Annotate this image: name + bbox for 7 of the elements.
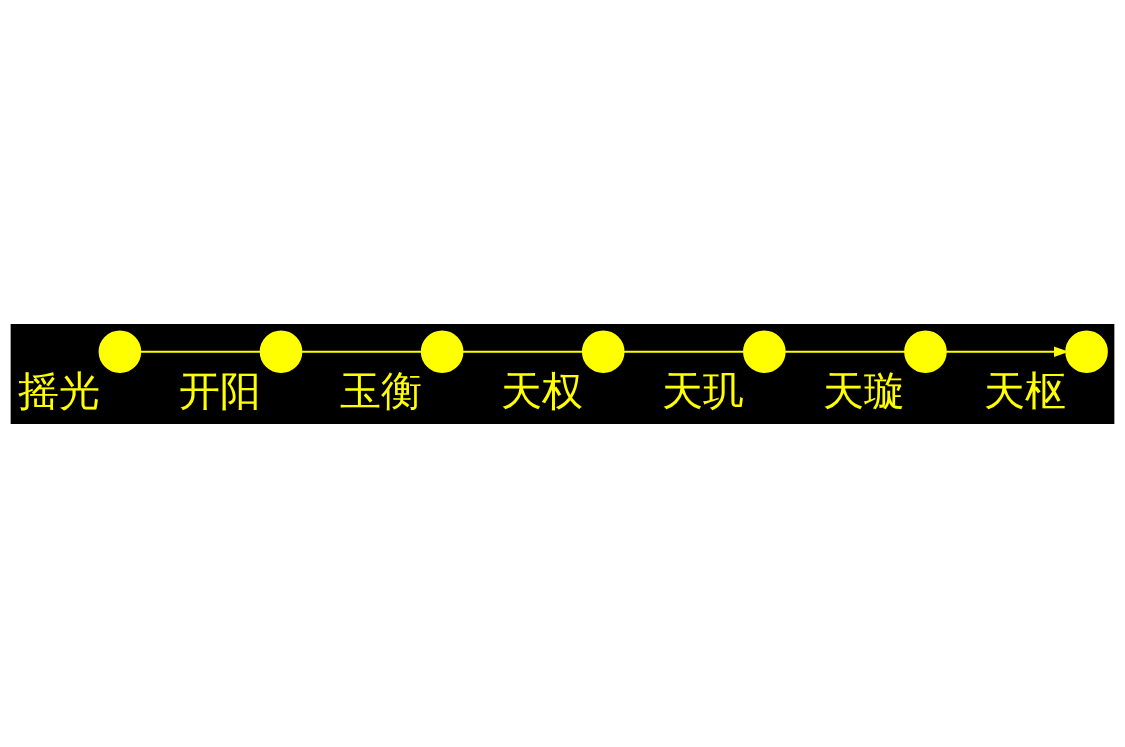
node-label: 天权 [501, 366, 584, 415]
node-label: 天枢 [984, 366, 1067, 415]
node-label: 玉衡 [340, 366, 423, 415]
node-label: 天玑 [662, 366, 745, 415]
node-label: 天璇 [823, 366, 906, 415]
node-label: 开阳 [178, 366, 261, 415]
node-label: 摇光 [17, 366, 100, 415]
